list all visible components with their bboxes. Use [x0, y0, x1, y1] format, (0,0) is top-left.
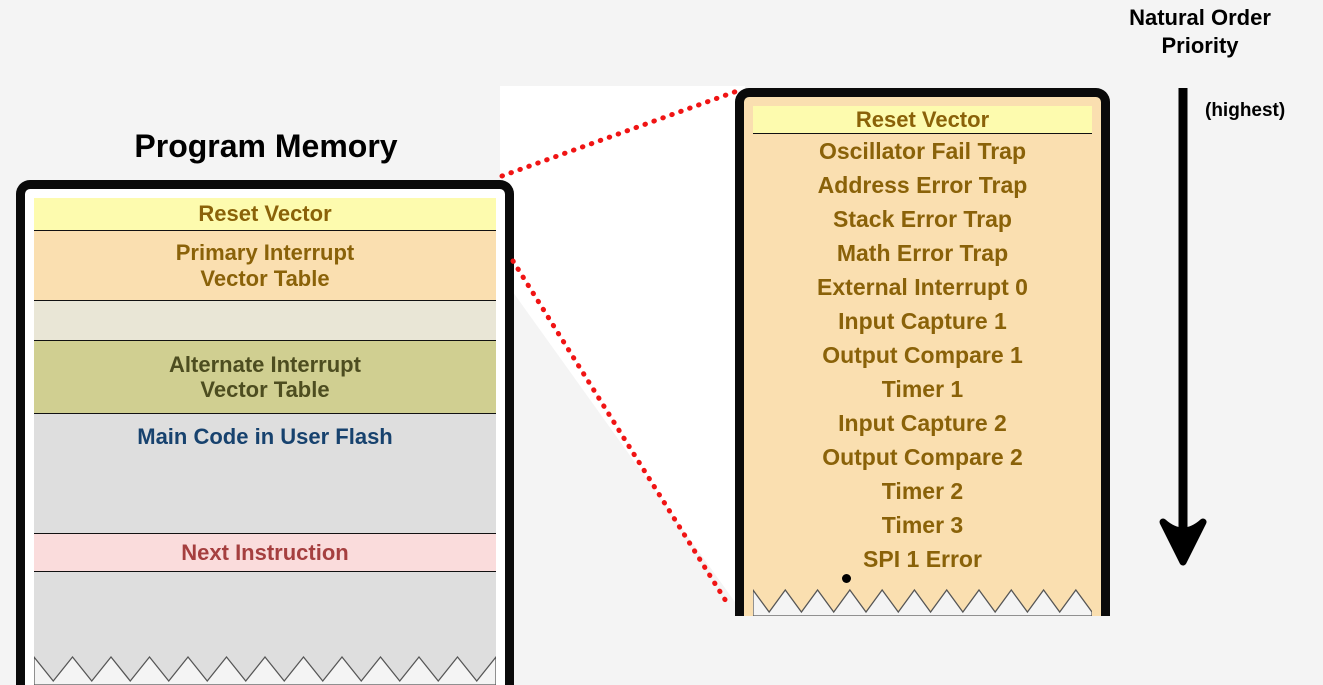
memory-row-gap-band[interactable]: [34, 301, 496, 341]
list-item[interactable]: SPI 1 Error: [863, 546, 982, 572]
priority-title: Natural Order Priority: [1085, 4, 1315, 59]
interrupt-vector-table-inner: Reset Vector Oscillator Fail Trap Addres…: [753, 106, 1092, 616]
list-item[interactable]: Timer 1: [881, 376, 964, 402]
ivt-list: Oscillator Fail Trap Address Error Trap …: [753, 134, 1092, 576]
list-item[interactable]: Timer 3: [881, 512, 964, 538]
list-item[interactable]: Input Capture 1: [838, 308, 1007, 334]
vertical-ellipsis-icon: [839, 574, 853, 616]
torn-edge-icon: [753, 588, 1092, 616]
memory-row-label: Alternate Interrupt Vector Table: [169, 351, 361, 402]
program-memory-block: Reset Vector Primary Interrupt Vector Ta…: [16, 180, 514, 685]
list-item[interactable]: Output Compare 2: [822, 444, 1023, 470]
memory-row-tail[interactable]: [34, 572, 496, 685]
list-item[interactable]: Output Compare 1: [822, 342, 1023, 368]
priority-arrow-down-icon: [1159, 88, 1207, 566]
memory-row-reset-vector[interactable]: Reset Vector: [34, 198, 496, 231]
callout-wedge: [500, 86, 745, 616]
list-item[interactable]: Stack Error Trap: [833, 206, 1012, 232]
memory-row-label: Primary Interrupt Vector Table: [175, 240, 355, 291]
torn-edge-icon: [34, 655, 496, 685]
memory-row-label: Reset Vector: [198, 201, 332, 227]
priority-title-line1: Natural Order: [1129, 5, 1271, 30]
list-item[interactable]: Oscillator Fail Trap: [818, 138, 1027, 164]
priority-highest-label: (highest): [1205, 100, 1286, 121]
memory-row-main-code[interactable]: Main Code in User Flash: [34, 414, 496, 534]
program-memory-rows: Reset Vector Primary Interrupt Vector Ta…: [34, 198, 496, 685]
list-item[interactable]: Timer 2: [881, 478, 964, 504]
memory-row-next-instruction[interactable]: Next Instruction: [34, 534, 496, 572]
list-item[interactable]: External Interrupt 0: [817, 274, 1028, 300]
list-item[interactable]: Input Capture 2: [838, 410, 1007, 436]
memory-row-label: Next Instruction: [181, 539, 349, 565]
memory-row-label: Main Code in User Flash: [137, 424, 393, 449]
interrupt-vector-table-block: Reset Vector Oscillator Fail Trap Addres…: [735, 88, 1110, 616]
list-item[interactable]: Math Error Trap: [836, 240, 1009, 266]
memory-row-alternate-ivt[interactable]: Alternate Interrupt Vector Table: [34, 341, 496, 414]
priority-title-line2: Priority: [1161, 32, 1239, 58]
ivt-header-reset-vector[interactable]: Reset Vector: [753, 106, 1092, 134]
list-item[interactable]: Address Error Trap: [817, 172, 1028, 198]
page-title: Program Memory: [134, 128, 398, 164]
memory-row-primary-ivt[interactable]: Primary Interrupt Vector Table: [34, 231, 496, 301]
